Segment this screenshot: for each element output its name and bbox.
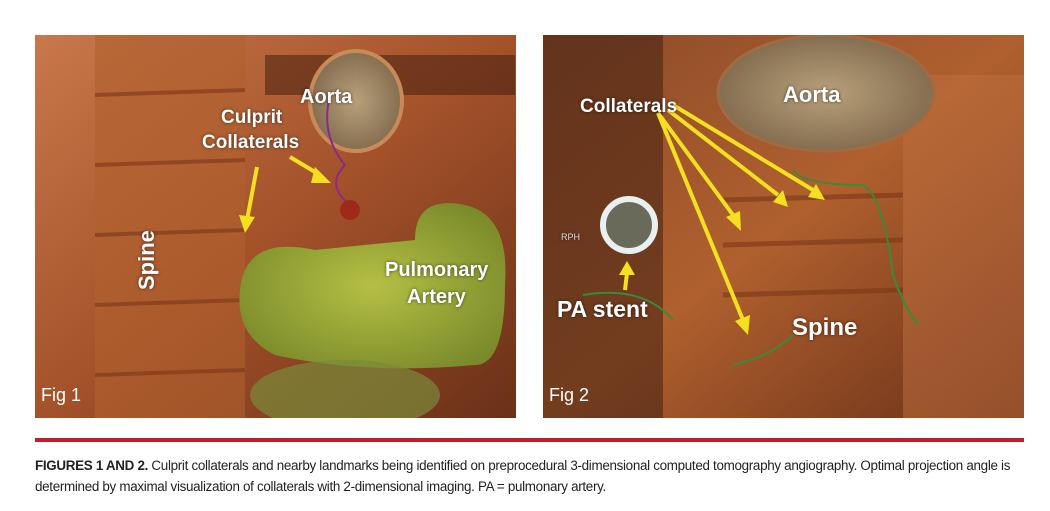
label-aorta: Aorta xyxy=(783,82,841,107)
label-aorta: Aorta xyxy=(300,86,353,108)
ct-render-fig1 xyxy=(35,35,516,418)
figure-1-image: Aorta Culprit Collaterals Spine Pulmonar… xyxy=(35,35,516,418)
label-culprit: Culprit xyxy=(221,107,283,128)
caption-text: Culprit collaterals and nearby landmarks… xyxy=(35,458,1011,494)
label-pa-stent: PA stent xyxy=(557,296,648,322)
figure-1-label: Fig 1 xyxy=(41,385,82,405)
label-spine: Spine xyxy=(134,230,159,290)
label-rph: RPH xyxy=(561,232,581,242)
label-spine: Spine xyxy=(792,314,858,341)
figure-caption: FIGURES 1 AND 2. Culprit collaterals and… xyxy=(35,455,1035,497)
label-pulmonary: Pulmonary xyxy=(385,259,489,281)
figure-2-label: Fig 2 xyxy=(549,385,590,405)
label-artery: Artery xyxy=(407,286,466,308)
label-collaterals: Collaterals xyxy=(202,132,300,153)
ct-render-fig2 xyxy=(543,35,1024,418)
caption-lead: FIGURES 1 AND 2. xyxy=(35,458,149,473)
label-collaterals: Collaterals xyxy=(580,96,678,117)
caption-divider xyxy=(35,438,1024,442)
figure-2-image: Aorta Collaterals Spine PA stent RPH Fig… xyxy=(543,35,1024,418)
